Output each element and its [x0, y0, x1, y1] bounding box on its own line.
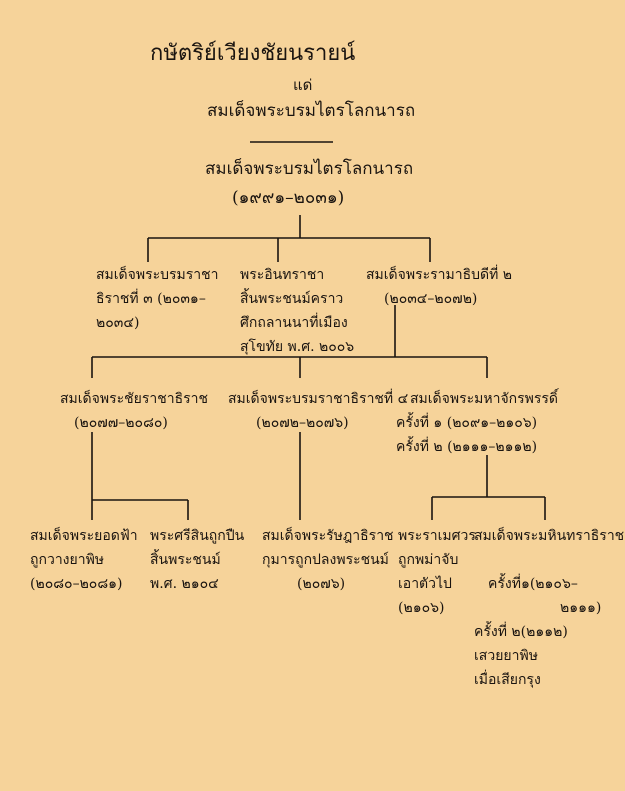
node-line: ๒๑๑๑) [560, 600, 602, 616]
node-line: สิ้นพระชนม์ [150, 552, 221, 568]
node-line: เมื่อเสียกรุง [474, 672, 541, 688]
node-line: ถูกพม่าจับ [398, 552, 459, 568]
node-line: ครั้งที่๑(๒๑๐๖– [488, 576, 578, 592]
node-line: เสวยยาพิษ [474, 648, 538, 664]
node-line: ครั้งที่ ๒(๒๑๑๒) [474, 624, 568, 640]
node-line: สมเด็จพระบรมราชา [96, 267, 219, 283]
node-line: (๒๐๗๗–๒๐๘๐) [74, 415, 168, 431]
node-line: สมเด็จพระชัยราชาธิราช [60, 391, 208, 407]
node-line: ครั้งที่ ๒ (๒๑๑๑–๒๑๑๒) [396, 439, 538, 455]
node-line: กุมารถูกปลงพระชนม์ [262, 552, 389, 568]
node-line: สิ้นพระชนม์คราว [240, 291, 344, 307]
node-line: (๒๐๗๒–๒๐๗๖) [256, 415, 349, 431]
node-line: ครั้งที่ ๑ (๒๐๙๑–๒๑๐๖) [396, 415, 538, 431]
subtitle: สมเด็จพระบรมไตรโลกนารถ [207, 101, 416, 121]
node-line: เอาตัวไป [398, 576, 452, 592]
node-line: พ.ศ. ๒๑๐๔ [150, 576, 219, 592]
node-line: (๒๐๓๔–๒๐๗๒) [384, 291, 478, 307]
node-line: สมเด็จพระรามาธิบดีที่ ๒ [366, 267, 513, 283]
root-years: (๑๙๙๑–๒๐๓๑) [232, 188, 345, 208]
node-line: พระศรีสินถูกปืน [150, 528, 245, 544]
node-line: ธิราชที่ ๓ (๒๐๓๑– [96, 291, 206, 307]
node-line: สมเด็จพระยอดฟ้า [30, 528, 138, 544]
node-line: พระอินทราชา [240, 267, 325, 283]
node-line: (๒๑๐๖) [398, 600, 445, 616]
node-line: สมเด็จพระบรมราชาธิราชที่ ๔ [228, 391, 409, 407]
node-line: ๒๐๓๔) [96, 315, 140, 331]
node-line: สมเด็จพระมหินทราธิราช [474, 528, 625, 544]
node-line: ถูกวางยาพิษ [30, 552, 105, 568]
node-line: พระราเมศวร [398, 528, 476, 544]
node-line: ศึกถลานนาที่เมือง [240, 315, 348, 331]
node-line: สุโขทัย พ.ศ. ๒๐๐๖ [240, 339, 355, 355]
node-line: (๒๐๘๐–๒๐๘๑) [30, 576, 123, 592]
root-name: สมเด็จพระบรมไตรโลกนารถ [205, 159, 414, 179]
connector-text: แด่ [293, 76, 313, 94]
node-line: สมเด็จพระรัษฎาธิราช [262, 528, 394, 544]
node-line: สมเด็จพระมหาจักรพรรดิ์ [410, 391, 558, 407]
node-line: (๒๐๗๖) [297, 576, 346, 592]
chart-title: กษัตริย์เวียงชัยนรายน์ [150, 41, 356, 66]
